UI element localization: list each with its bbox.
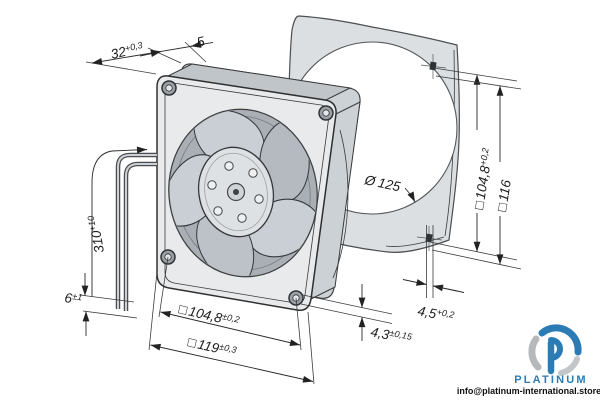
svg-text:4,5+0,2: 4,5+0,2 bbox=[416, 303, 455, 325]
svg-text:□116: □116 bbox=[494, 178, 514, 212]
dim-flange-thickness: 4,3±0,15 bbox=[300, 284, 414, 347]
dim-cable-length: 310+10 bbox=[86, 146, 148, 297]
svg-text:□104,8±0,2: □104,8±0,2 bbox=[177, 301, 240, 329]
dim-gasket-hole-spacing: □104,8+0,2 bbox=[429, 67, 518, 261]
dim-gasket-outer: □116 bbox=[431, 75, 522, 270]
svg-text:310+10: 310+10 bbox=[86, 214, 107, 254]
dim-gasket-cutout: Ø125 bbox=[362, 172, 416, 203]
dim-fan-depth: 32+0,3 5 bbox=[85, 34, 214, 75]
impeller-hub bbox=[197, 146, 275, 238]
svg-text:□119±0,3: □119±0,3 bbox=[186, 334, 237, 360]
svg-text:□104,8+0,2: □104,8+0,2 bbox=[471, 147, 495, 210]
brand-email: info@platinum-international.store bbox=[457, 386, 600, 396]
dim-wire-end: 6±1 bbox=[64, 273, 138, 336]
brand-watermark: PLATINUM info@platinum-international.sto… bbox=[457, 324, 600, 396]
svg-text:6±1: 6±1 bbox=[64, 290, 83, 307]
platinum-logo-icon bbox=[528, 324, 582, 376]
dim-fan-hole-spacing: □104,8±0,2 bbox=[158, 256, 302, 351]
dim-gasket-hole-dia: 4,5+0,2 bbox=[402, 225, 465, 325]
fan bbox=[156, 63, 361, 312]
hub-center-dot bbox=[233, 189, 239, 195]
platinum-logo-text: PLATINUM bbox=[514, 374, 588, 386]
gasket-mount-hole-bottom bbox=[416, 226, 443, 251]
dim-fan-outer: □119±0,3 bbox=[148, 271, 315, 385]
svg-text:Ø125: Ø125 bbox=[362, 172, 402, 194]
svg-text:32+0,3: 32+0,3 bbox=[109, 40, 144, 62]
lead-wires bbox=[115, 152, 157, 311]
dimensions: 32+0,3 5 310+10 6±1 bbox=[64, 34, 522, 385]
dim-flange-offset: 5 bbox=[195, 34, 206, 50]
svg-text:4,3±0,15: 4,3±0,15 bbox=[369, 324, 413, 347]
